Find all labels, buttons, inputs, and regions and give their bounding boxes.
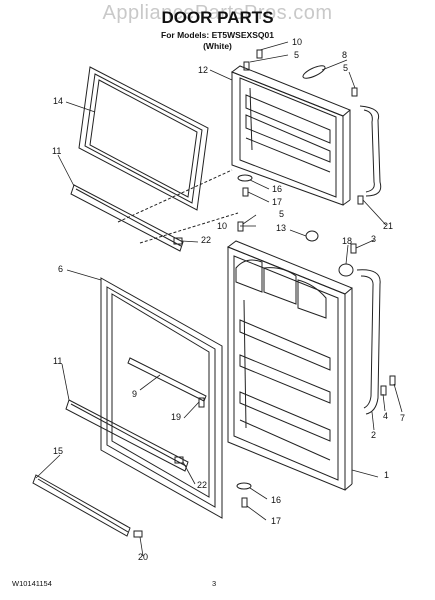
fresh-food-door-part-1 — [226, 240, 353, 491]
callout-22: 22 — [197, 480, 208, 490]
callout-14: 14 — [53, 96, 64, 106]
callout-leader-lines — [35, 41, 403, 557]
callout-10: 10 — [217, 221, 228, 231]
callout-19: 19 — [171, 412, 182, 422]
callout-13: 13 — [276, 223, 287, 233]
watermark: AppliancePartsPros.com — [102, 2, 333, 24]
page-number: 3 — [212, 579, 217, 588]
part-8-oval — [302, 65, 326, 79]
callout-18: 18 — [342, 236, 353, 246]
callout-10: 10 — [292, 37, 303, 47]
callout-11: 11 — [53, 356, 63, 366]
callout-5: 5 — [343, 63, 349, 73]
callout-17: 17 — [271, 516, 282, 526]
callout-5: 5 — [279, 209, 285, 219]
callout-9: 9 — [132, 389, 138, 399]
freezer-handle-part-21 — [359, 105, 382, 197]
model-subtitle: For Models: ET5WSEXSQ01 — [161, 30, 274, 40]
callout-20: 20 — [138, 552, 149, 562]
fresh-food-gasket-part-6 — [100, 277, 223, 519]
callout-12: 12 — [198, 65, 209, 75]
document-number: W10141154 — [12, 579, 52, 588]
color-subtitle: (White) — [203, 41, 232, 51]
callout-21: 21 — [383, 221, 394, 231]
freezer-gasket-part-14 — [78, 66, 209, 211]
callout-6: 6 — [58, 264, 64, 274]
callout-11: 11 — [52, 146, 62, 156]
callout-15: 15 — [53, 446, 64, 456]
callout-8: 8 — [342, 50, 348, 60]
callout-17: 17 — [272, 197, 283, 207]
callout-16: 16 — [271, 495, 282, 505]
callout-16: 16 — [272, 184, 283, 194]
callout-3: 3 — [371, 234, 377, 244]
fresh-food-rail-part-11 — [65, 399, 189, 472]
freezer-door-part-12 — [230, 65, 351, 206]
page-title: DOOR PARTS — [161, 8, 274, 27]
callout-22: 22 — [201, 235, 212, 245]
callout-2: 2 — [371, 430, 377, 440]
fresh-food-rail-part-15 — [32, 474, 131, 537]
fresh-food-handle-part-2 — [356, 269, 381, 415]
callout-4: 4 — [383, 411, 389, 421]
callout-1: 1 — [384, 470, 390, 480]
callout-7: 7 — [400, 413, 406, 423]
callout-5: 5 — [294, 50, 300, 60]
